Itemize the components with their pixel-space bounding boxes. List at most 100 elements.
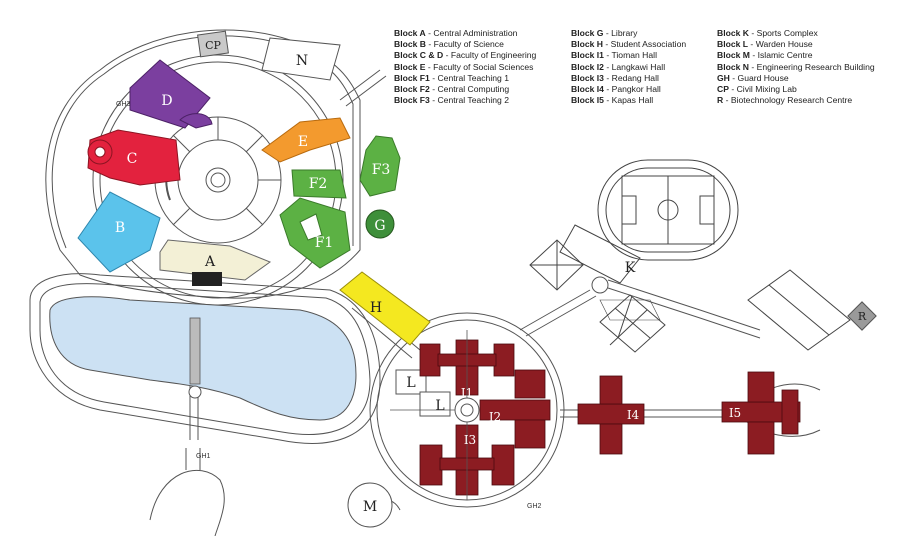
legend-name: Tioman Hall	[611, 50, 657, 61]
legend-code: Block B	[394, 39, 426, 50]
legend-code: Block I4	[571, 84, 604, 95]
legend-code: Block I3	[571, 72, 604, 83]
block-H[interactable]	[339, 271, 431, 346]
legend-name: Engineering Research Building	[756, 61, 875, 72]
block-CP[interactable]	[197, 30, 229, 58]
block-R[interactable]	[847, 301, 877, 331]
legend-code: Block I1	[571, 50, 604, 61]
legend-name: Faculty of Social Sciences	[433, 61, 534, 72]
label-L2: L	[435, 398, 444, 414]
legend-name: Central Computing	[437, 84, 510, 95]
label-M: M	[363, 499, 377, 515]
legend-item: Block F2 - Central Computing	[394, 84, 510, 95]
legend-code: Block E	[394, 61, 426, 72]
legend-item: Block I1 - Tioman Hall	[571, 50, 657, 61]
legend-name: Faculty of Science	[433, 39, 504, 50]
block-N[interactable]	[261, 37, 341, 81]
label-F1: F1	[315, 235, 334, 251]
legend-item: Block K - Sports Complex	[717, 28, 818, 38]
legend-item: Block M - Islamic Centre	[717, 50, 813, 61]
block-F2[interactable]	[291, 169, 347, 199]
legend-code: R	[717, 95, 724, 106]
label-E: E	[298, 134, 308, 150]
legend-code: Block F3	[394, 95, 430, 106]
label-H: H	[370, 300, 382, 316]
legend-name: Islamic Centre	[757, 50, 813, 61]
legend-name: Central Administration	[433, 28, 518, 38]
legend-name: Pangkor Hall	[611, 84, 661, 95]
block-L-2[interactable]	[419, 391, 451, 417]
road-lake-loop	[29, 273, 381, 444]
label-F2: F2	[309, 176, 328, 192]
label-I3: I3	[464, 433, 476, 447]
block-G[interactable]	[365, 209, 395, 239]
legend-item: Block F3 - Central Teaching 2	[394, 95, 509, 106]
legend-name: Langkawi Hall	[611, 61, 666, 72]
legend-name: Faculty of Engineering	[450, 50, 537, 61]
road-outer-ring	[45, 29, 361, 299]
label-R: R	[858, 310, 867, 323]
legend-code: GH	[717, 72, 730, 83]
label-I5: I5	[729, 406, 741, 420]
court-grid-small	[529, 239, 584, 291]
block-E[interactable]	[261, 117, 351, 163]
label-N: N	[296, 53, 308, 69]
block-M[interactable]	[347, 482, 393, 528]
legend-item: CP - Civil Mixing Lab	[717, 84, 797, 95]
legend-name: Biotechnology Research Centre	[730, 95, 853, 106]
block-F3[interactable]	[359, 135, 401, 197]
legend-name: Central Teaching 2	[437, 95, 509, 106]
block-B[interactable]	[77, 191, 161, 273]
legend-name: Library	[611, 28, 638, 38]
legend-code: Block H	[571, 39, 603, 50]
lake	[49, 296, 357, 421]
legend-name: Civil Mixing Lab	[736, 84, 797, 95]
label-I1: I1	[461, 386, 473, 400]
legend-code: CP	[717, 84, 729, 95]
legend-code: Block F2	[394, 84, 430, 95]
legend-code: Block A	[394, 28, 426, 38]
legend-name: Kapas Hall	[611, 95, 654, 106]
legend-item: Block A - Central Administration	[394, 28, 518, 38]
legend-name: Guard House	[737, 72, 789, 83]
block-D[interactable]	[129, 59, 211, 129]
legend-item: Block F1 - Central Teaching 1	[394, 72, 509, 83]
block-I1[interactable]	[419, 339, 515, 396]
legend-item: Block C & D - Faculty of Engineering	[394, 50, 537, 61]
label-L1: L	[406, 375, 415, 391]
label-D: D	[161, 93, 172, 109]
legend-name: Student Association	[610, 39, 687, 50]
label-C: C	[127, 151, 138, 167]
block-C[interactable]	[87, 129, 181, 186]
legend-code: Block F1	[394, 72, 430, 83]
legend-code: Block L	[717, 39, 749, 50]
legend-code: Block M	[717, 50, 750, 61]
label-GH2: GH2	[527, 503, 542, 510]
legend-code: Block N	[717, 61, 749, 72]
athletics-track	[597, 159, 739, 261]
legend-item: Block L - Warden House	[717, 39, 813, 50]
legend-item: R - Biotechnology Research Centre	[717, 95, 853, 106]
court-grid-large	[599, 294, 666, 353]
block-I4[interactable]	[577, 375, 645, 455]
legend-name: Central Teaching 1	[437, 72, 509, 83]
label-GH1: GH1	[196, 453, 211, 460]
label-I4: I4	[627, 408, 640, 422]
block-I2[interactable]	[479, 369, 551, 449]
label-I2: I2	[489, 410, 501, 424]
legend-code: Block G	[571, 28, 604, 38]
legend-item: Block I2 - Langkawi Hall	[571, 61, 666, 72]
block-I5[interactable]	[721, 371, 801, 455]
label-F3: F3	[372, 162, 391, 178]
legend-item: Block E - Faculty of Social Sciences	[394, 61, 534, 72]
legend-code: Block C & D	[394, 50, 444, 61]
block-A[interactable]	[159, 239, 272, 281]
legend-item: Block B - Faculty of Science	[394, 39, 504, 50]
legend-name: Warden House	[755, 39, 813, 50]
legend-item: Block N - Engineering Research Building	[717, 61, 875, 72]
legend-code: Block I5	[571, 95, 604, 106]
